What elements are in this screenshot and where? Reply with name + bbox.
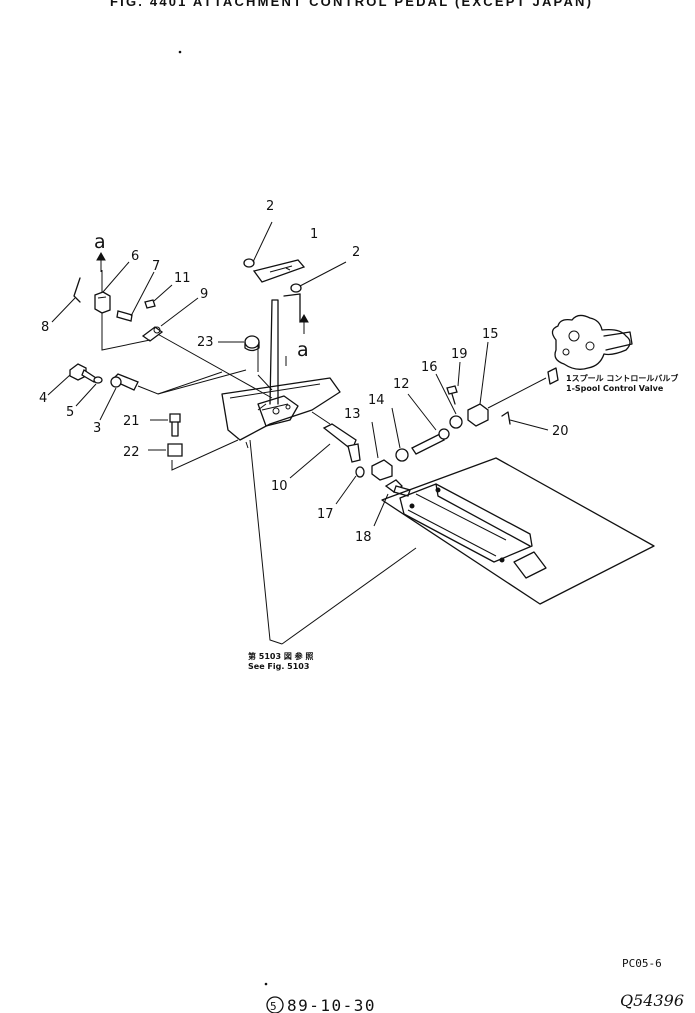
callout-2-lower: 2 bbox=[352, 245, 360, 260]
callout-9: 9 bbox=[200, 287, 208, 302]
date-stamp: 5 89-10-30 bbox=[266, 996, 376, 1013]
callout-10: 10 bbox=[271, 479, 288, 494]
valve-note-jp: 1スプール コントロールバルブ bbox=[566, 373, 678, 383]
pedal-assembly-drawing bbox=[153, 259, 341, 441]
callout-19: 19 bbox=[451, 347, 468, 362]
callout-18: 18 bbox=[355, 530, 372, 545]
callout-20: 20 bbox=[552, 424, 569, 439]
serial-number: Q54396 bbox=[620, 991, 684, 1010]
page-code: PC05-6 bbox=[622, 957, 662, 970]
callout-11: 11 bbox=[174, 271, 191, 286]
linkage-parts-right bbox=[371, 341, 549, 527]
callout-6: 6 bbox=[131, 249, 139, 264]
callout-23: 23 bbox=[197, 335, 214, 350]
callout-7: 7 bbox=[152, 259, 160, 274]
bushing-part-23 bbox=[218, 335, 260, 352]
date-mark: 5 bbox=[270, 1000, 277, 1013]
floor-plate-drawing bbox=[281, 457, 655, 645]
callout-14: 14 bbox=[368, 393, 385, 408]
stopper-parts-2 bbox=[243, 221, 347, 293]
callout-8: 8 bbox=[41, 320, 49, 335]
callout-1: 1 bbox=[310, 227, 318, 242]
callout-3: 3 bbox=[93, 421, 101, 436]
callout-16: 16 bbox=[421, 360, 438, 375]
callout-13: 13 bbox=[344, 407, 361, 422]
see-fig-jp: 第 5103 図 参 照 bbox=[248, 651, 313, 661]
callout-2-upper: 2 bbox=[266, 199, 274, 214]
link-parts-3-4-5 bbox=[47, 363, 247, 421]
callout-22: 22 bbox=[123, 445, 140, 460]
callout-15: 15 bbox=[482, 327, 499, 342]
lever-part-10 bbox=[289, 411, 361, 479]
bolt-nut-21-22 bbox=[148, 413, 239, 471]
callout-12: 12 bbox=[393, 377, 410, 392]
callout-4: 4 bbox=[39, 391, 47, 406]
part-callouts: 1 2 2 3 4 5 6 7 8 9 10 11 12 13 14 15 16… bbox=[39, 199, 569, 545]
ref-mark-a-top: a bbox=[94, 231, 106, 253]
washer-part-17 bbox=[335, 466, 365, 505]
valve-note-en: 1-Spool Control Valve bbox=[566, 384, 664, 393]
callout-21: 21 bbox=[123, 414, 140, 429]
link-parts-left bbox=[51, 261, 199, 351]
see-fig-leaders bbox=[245, 439, 283, 645]
see-fig-en: See Fig. 5103 bbox=[248, 662, 309, 671]
callout-17: 17 bbox=[317, 507, 334, 522]
figure-title: FIG. 4401 ATTACHMENT CONTROL PEDAL (EXCE… bbox=[110, 0, 593, 9]
reference-arrows bbox=[96, 251, 309, 334]
revision-date: 89-10-30 bbox=[287, 996, 376, 1013]
ref-mark-a-mid: a bbox=[297, 339, 309, 361]
callout-5: 5 bbox=[66, 405, 74, 420]
spool-control-valve-drawing bbox=[547, 314, 633, 385]
